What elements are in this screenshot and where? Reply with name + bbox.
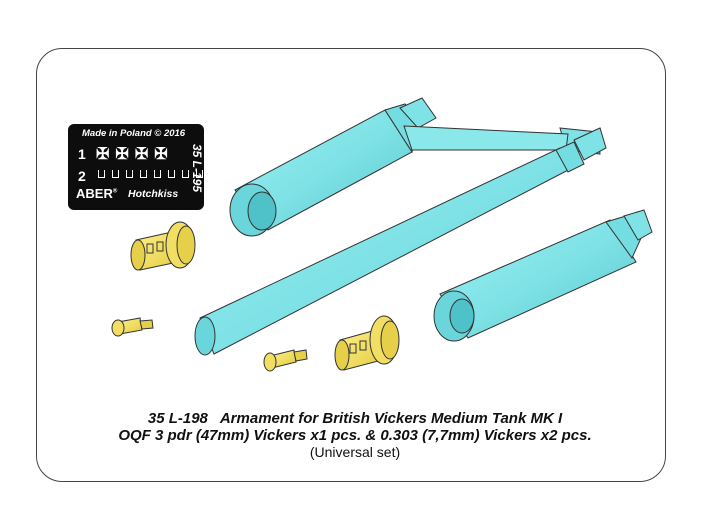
row2-number: 2 (78, 168, 86, 184)
brass-pin-middle (263, 349, 308, 372)
tab-icon (98, 170, 105, 178)
brass-muzzle-part-upper (130, 221, 196, 271)
brand-text: ABER (76, 186, 113, 201)
brand-name: ABER® (76, 186, 117, 201)
row1-number: 1 (78, 146, 86, 162)
tab-icon (196, 170, 203, 178)
cross-pattee-icon: ✠ (96, 146, 110, 163)
caption-contents: OQF 3 pdr (47mm) Vickers x1 pcs. & 0.303… (118, 427, 592, 444)
card-row-2: 2 (78, 168, 203, 184)
tab-row (98, 170, 203, 178)
cross-pattee-icon: ✠ (154, 146, 168, 163)
card-row-1: 1 ✠ ✠ ✠ ✠ (78, 146, 168, 163)
tab-icon (140, 170, 147, 178)
product-frame (36, 48, 666, 482)
caption-note: (Universal set) (309, 444, 401, 460)
tab-icon (154, 170, 161, 178)
tab-icon (168, 170, 175, 178)
cross-row: ✠ ✠ ✠ ✠ (96, 146, 168, 164)
tab-icon (112, 170, 119, 178)
brass-pin-left (111, 317, 154, 337)
brand-registered-mark: ® (112, 188, 118, 195)
product-code-vertical: 35 L-195 (190, 143, 204, 193)
product-caption: 35 L-198 Armament for British Vickers Me… (0, 410, 710, 461)
model-name: Hotchkiss (128, 188, 179, 200)
brass-muzzle-part-lower (334, 315, 400, 371)
caption-title: 35 L-198 Armament for British Vickers Me… (147, 410, 563, 427)
oqf-3pdr-barrel (194, 127, 607, 356)
vickers-303-barrel-upper (229, 97, 601, 237)
product-label-card: Made in Poland © 2016 1 ✠ ✠ ✠ ✠ 2 ABER® … (68, 124, 204, 210)
tab-icon (126, 170, 133, 178)
vickers-303-barrel-lower (433, 209, 653, 342)
made-in-text: Made in Poland © 2016 (82, 128, 186, 139)
cross-pattee-icon: ✠ (134, 146, 149, 163)
cross-pattee-icon: ✠ (115, 146, 129, 163)
tab-icon (182, 170, 189, 178)
